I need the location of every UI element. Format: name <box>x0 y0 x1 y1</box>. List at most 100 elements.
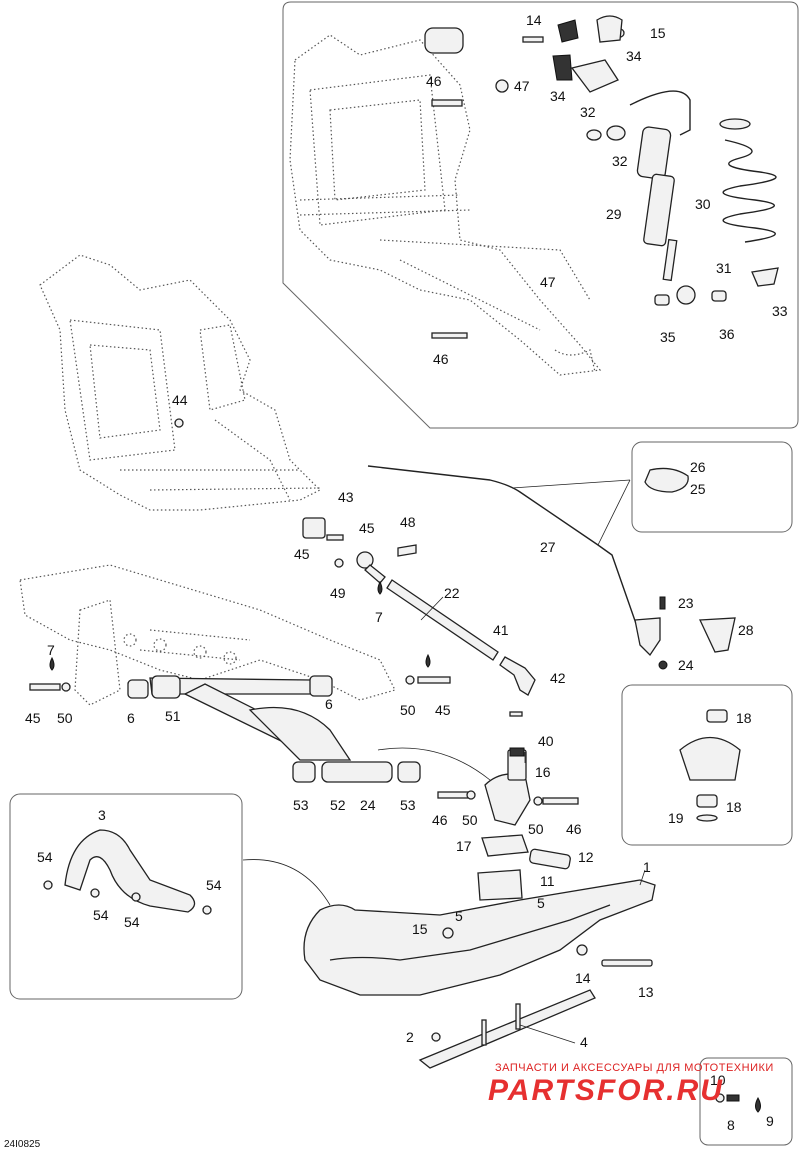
callout-32a: 35 <box>660 329 676 345</box>
watermark-logo: PARTSFOR.RU <box>488 1074 724 1107</box>
grease-inset-frame <box>699 1057 793 1146</box>
callout-52: 52 <box>330 797 346 813</box>
callout-54b: 54 <box>206 877 222 893</box>
callout-11: 11 <box>540 873 555 889</box>
callout-12: 12 <box>578 849 594 865</box>
callout-labels: 14 15 34 34 46 47 32 32 29 30 31 47 33 3… <box>25 12 788 1133</box>
callout-26: 28 <box>738 622 754 638</box>
watermark-tagline: ЗАПЧАСТИ И АКСЕССУАРЫ ДЛЯ МОТОТЕХНИКИ <box>495 1062 774 1074</box>
callout-31: 32 <box>580 104 596 120</box>
ski <box>303 879 656 996</box>
callout-25: 27 <box>540 539 556 555</box>
frame-middle <box>39 254 322 511</box>
callout-44: 45 <box>359 520 375 536</box>
callout-14: 14 <box>575 970 591 986</box>
shock-absorber <box>629 90 727 306</box>
callout-33: 33 <box>772 303 788 319</box>
callout-40: 40 <box>538 733 554 749</box>
spring <box>719 118 779 287</box>
callout-20: 24 <box>360 797 376 813</box>
callout-18a: 18 <box>736 710 752 726</box>
callout-47a: 47 <box>514 78 530 94</box>
callout-30: 32 <box>612 153 628 169</box>
callout-18b: 18 <box>726 799 742 815</box>
callout-6a: 6 <box>325 696 333 712</box>
arrow-to-spindle <box>377 747 491 781</box>
callout-50b: 50 <box>57 710 73 726</box>
callout-7b: 7 <box>47 642 55 658</box>
callout-5b: 5 <box>455 908 463 924</box>
figure-id: 24I0825 <box>4 1139 41 1150</box>
runner <box>418 989 596 1069</box>
callout-53a: 53 <box>293 797 309 813</box>
callout-23: 25 <box>690 481 706 497</box>
callout-47b: 47 <box>540 274 556 290</box>
callout-46b: 46 <box>433 351 449 367</box>
callout-50c: 50 <box>462 812 478 828</box>
callout-51: 51 <box>165 708 181 724</box>
callout-1: 1 <box>643 859 651 875</box>
frame-upper <box>289 34 602 376</box>
spindle <box>477 711 571 901</box>
callout-48: 48 <box>400 514 416 530</box>
callout-29: 31 <box>716 260 732 276</box>
callout-22: 24 <box>678 657 694 673</box>
callout-16: 16 <box>535 764 551 780</box>
callout-15: 15 <box>412 921 428 937</box>
callout-50d: 50 <box>528 821 544 837</box>
callout-10: 10 <box>710 1072 726 1088</box>
callout-4: 4 <box>580 1034 588 1050</box>
callout-45d: 46 <box>566 821 582 837</box>
callout-6b: 6 <box>127 710 135 726</box>
spindle-bushing-inset-frame <box>621 684 793 846</box>
callout-3: 3 <box>98 807 106 823</box>
handle-bolts <box>43 880 212 915</box>
a-arm <box>127 675 421 783</box>
callout-54a: 54 <box>37 849 53 865</box>
leader-lines <box>420 479 646 1044</box>
shock-top-parts <box>424 15 626 141</box>
bushing-parts <box>679 709 741 822</box>
callout-17: 17 <box>456 838 472 854</box>
callout-32b: 36 <box>719 326 735 342</box>
callout-45c: 46 <box>432 812 448 828</box>
callout-54d: 54 <box>124 914 140 930</box>
ski-handle <box>64 829 196 913</box>
callout-45a: 45 <box>435 702 451 718</box>
callout-46a: 46 <box>426 73 442 89</box>
callout-9: 9 <box>766 1113 774 1129</box>
callout-41: 43 <box>338 489 354 505</box>
callout-35: 14 <box>526 12 542 28</box>
callout-42: 44 <box>172 392 188 408</box>
callout-7a: 7 <box>375 609 383 625</box>
callout-34a: 34 <box>626 48 642 64</box>
callout-27: 29 <box>606 206 622 222</box>
arrow-to-ski <box>242 859 331 906</box>
steering-column <box>367 465 641 636</box>
tie-rod <box>386 579 499 661</box>
callout-49: 49 <box>330 585 346 601</box>
callout-5a: 5 <box>537 895 545 911</box>
callout-54c: 54 <box>93 907 109 923</box>
callout-36: 15 <box>650 25 666 41</box>
callout-38: 41 <box>493 622 509 638</box>
grease-drops <box>49 580 761 1113</box>
shock-inset-frame <box>282 1 799 429</box>
steering-arm <box>634 617 661 657</box>
handle-mount-inset-frame <box>631 441 793 533</box>
mount-plate <box>644 467 689 493</box>
callout-53b: 53 <box>400 797 416 813</box>
callout-8: 8 <box>727 1117 735 1133</box>
mount-bracket <box>699 617 736 653</box>
callout-50a: 50 <box>400 702 416 718</box>
callout-24: 26 <box>690 459 706 475</box>
callout-13: 13 <box>638 984 654 1000</box>
callout-39: 42 <box>550 670 566 686</box>
callout-45b: 45 <box>25 710 41 726</box>
callout-37: 22 <box>444 585 460 601</box>
hardware <box>29 28 625 806</box>
callout-21: 23 <box>678 595 694 611</box>
callout-2: 2 <box>406 1029 414 1045</box>
ski-handle-inset-frame <box>9 793 243 1000</box>
